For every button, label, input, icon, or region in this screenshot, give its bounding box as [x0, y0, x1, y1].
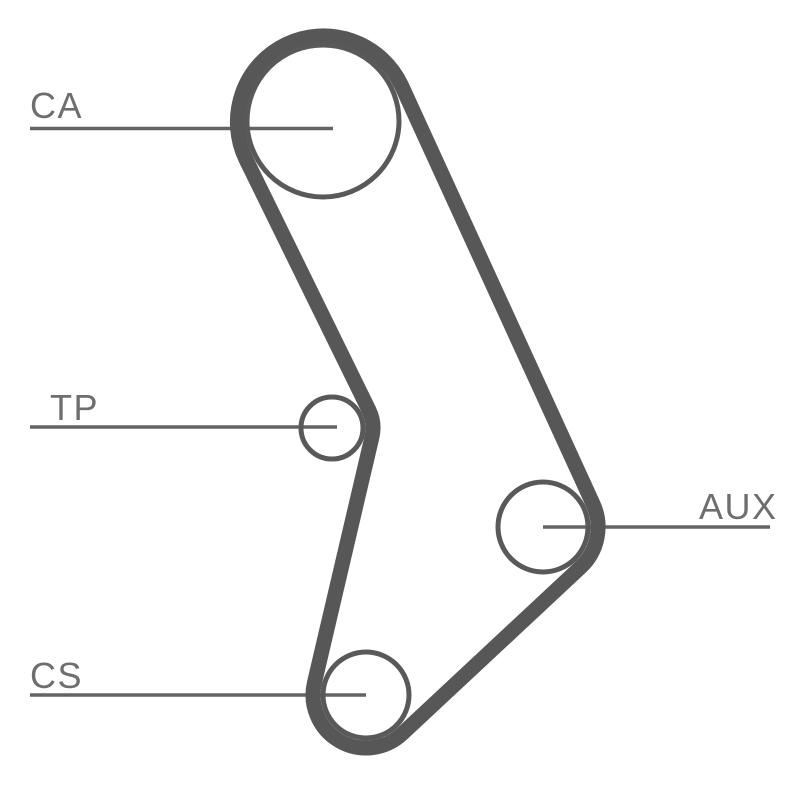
- aux-label: AUX: [699, 486, 778, 527]
- ca-label: CA: [30, 85, 83, 126]
- leader-lines: [30, 126, 770, 697]
- tensioner-pulley-tp: [298, 394, 366, 462]
- auxiliary-pulley-aux: [495, 479, 591, 575]
- crankshaft-pulley-cs: [320, 649, 412, 741]
- cs-label: CS: [30, 655, 83, 696]
- tp-label: TP: [50, 387, 99, 428]
- pulley-labels: CA TP AUX CS: [30, 85, 778, 696]
- timing-belt: [229, 28, 606, 756]
- pulleys: [244, 42, 591, 741]
- camshaft-pulley-ca: [244, 42, 402, 200]
